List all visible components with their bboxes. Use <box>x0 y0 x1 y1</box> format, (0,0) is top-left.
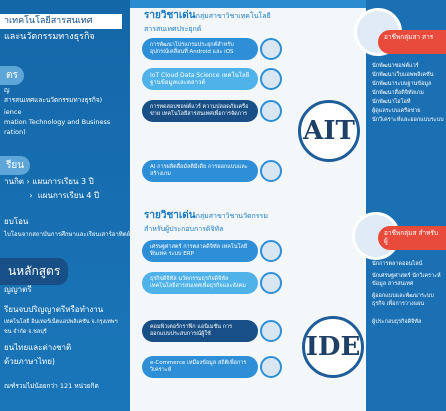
requirement-item: ญญาตรี <box>4 285 32 294</box>
ait-emblem: AIT <box>298 100 360 162</box>
ait-course-pill: IoT Cloud Data Science เทคโนโลยีฐานข้อมู… <box>142 68 258 90</box>
section-study-heading: รียน <box>0 156 31 175</box>
transfer-line: ยบโอน <box>4 217 29 226</box>
career-item: นักพัฒนาเว็บแอพพลิเคชัน <box>372 72 434 78</box>
handshake-icon <box>260 272 282 294</box>
degree-line: mation Technology and Business <box>4 118 111 126</box>
ait-courses-title-small: กลุ่มสาขาวิชาเทคโนโลยี <box>195 12 271 20</box>
ait-course-pill: การทดสอบซอฟต์แวร์ ความปลอดภัยเครือข่าย เ… <box>142 100 258 122</box>
section-degree-heading: ตร <box>0 66 24 85</box>
ide-course-pill: เศรษฐศาสตร์ การตลาดดิจิทัล เทคโนโลยีฟินเ… <box>142 240 258 262</box>
cloud-icon <box>260 68 282 90</box>
ait-courses-subtitle: สารสนเทศประยุกต์ <box>144 25 202 33</box>
right-panel: อาชีพกลุ่มสา สาร นักพัฒนาซอฟต์แวร์ นักพั… <box>352 0 446 411</box>
requirement-item: เทคโนโลยี อินเทอร์เน็ตแอปพลิเคชัน จ.กรุง… <box>4 319 118 325</box>
left-panel: าเทคโนโลยีสารสนเทศ และนวัตกรรมทางธุรกิจ … <box>0 0 136 411</box>
ide-careers-heading: อาชีพกลุ่มส สำหรับผู้ <box>378 226 446 250</box>
ide-course-pill: e-Commerce เหมืองข้อมูล สถิติเพื่อการวิเ… <box>142 356 258 378</box>
cart-icon <box>260 356 282 378</box>
career-item: ผู้ออกแบบและพัฒนาระบบธุรกิจ เพื่อการวางแ… <box>372 293 434 307</box>
degree-line: ience <box>4 108 22 116</box>
career-item: นักพัฒนาระบบฐานข้อมูล <box>372 81 432 87</box>
graphics-icon <box>260 320 282 342</box>
ide-course-pill: คอมพิวเตอร์กราฟิก แอนิเมชัน การออกแบบประ… <box>142 320 258 342</box>
career-item: ผู้ประกอบธุรกิจดิจิทัล <box>372 319 422 325</box>
chart-icon <box>260 240 282 262</box>
ide-courses-title-main: รายวิชาเด่น <box>144 210 196 221</box>
plan-line: านกิต › แผนการเรียน 3 ปี <box>4 177 94 186</box>
plan-line: › แผนการเรียน 4 ปี <box>4 191 100 200</box>
ait-courses-title: รายวิชาเด่นกลุ่มสาขาวิชาเทคโนโลยี <box>144 8 271 23</box>
career-item: นักการตลาดออนไลน์ <box>372 261 423 267</box>
requirement-item: ด้วยภาษาไทย) <box>4 357 56 366</box>
career-item: นักพัฒนาสื่อดิจิทัลเกม <box>372 90 424 96</box>
mobile-icon <box>260 38 282 60</box>
ait-course-pill: AI การผลิตสื่อมัลติมีเดีย การออกแบบและสร… <box>142 160 258 182</box>
career-item: ผู้ดูแลระบบเครือข่าย <box>372 108 421 114</box>
program-title-2: และนวัตกรรมทางธุรกิจ <box>4 32 95 42</box>
ait-course-pill: การพัฒนาโปรแกรมประยุกต์สำหรับอุปกรณ์เคลื… <box>142 38 258 60</box>
section-highlights-heading: นหลักสูตร <box>0 258 69 285</box>
requirement-item: รียนจบปริญญาตรีหรือทำงาน <box>4 305 104 314</box>
center-panel: รายวิชาเด่นกลุ่มสาขาวิชาเทคโนโลยี สารสนเ… <box>130 0 366 411</box>
ait-courses-title-main: รายวิชาเด่น <box>144 10 196 21</box>
ide-courses-subtitle: สำหรับผู้ประกอบการดิจิทัล <box>144 225 224 233</box>
degree-line: สารสนเทศและนวัตกรรมทางธุรกิจ) <box>4 96 103 104</box>
career-item: นักเศรษฐศาสตร์ นักวิเคราะห์ข้อมูล สารสนเ… <box>372 273 441 287</box>
degree-line: ญ <box>4 86 10 94</box>
requirement-item: ณฑ์รวมไม่น้อยกว่า 121 หน่วยกิต <box>4 382 99 390</box>
career-item: นักวิเคราะห์และออกแบบระบบ <box>372 117 444 123</box>
requirement-item: ยนไทยและต่างชาติ <box>4 343 72 352</box>
degree-line: ration) <box>4 128 26 136</box>
ide-course-pill: ธุรกิจดิจิทัล นวัตกรรมธุรกิจดิจิทัล เทคโ… <box>142 272 258 294</box>
avatar <box>352 212 400 260</box>
ide-emblem: IDE <box>302 316 364 378</box>
top-strip <box>130 0 446 8</box>
requirement-item: ชน จำกัด จ.ชลบุรี <box>4 329 47 335</box>
ait-careers-heading: อาชีพกลุ่มสา สาร <box>378 30 446 54</box>
shield-icon <box>260 100 282 122</box>
ide-courses-title-small: กลุ่มสาขาวิชานวัตกรรม <box>195 212 268 220</box>
career-item: นักพัฒนาซอฟต์แวร์ <box>372 63 419 69</box>
ide-courses-title: รายวิชาเด่นกลุ่มสาขาวิชานวัตกรรม <box>144 208 268 223</box>
transfer-line: ไบโอนจากสถาบันการศึกษาและเรียนเสาร์อาทิต… <box>4 231 131 238</box>
program-title-1: าเทคโนโลยีสารสนเทศ <box>0 14 122 29</box>
career-item: นักพัฒนาไอโอที <box>372 99 411 105</box>
ai-chip-icon <box>260 160 282 182</box>
